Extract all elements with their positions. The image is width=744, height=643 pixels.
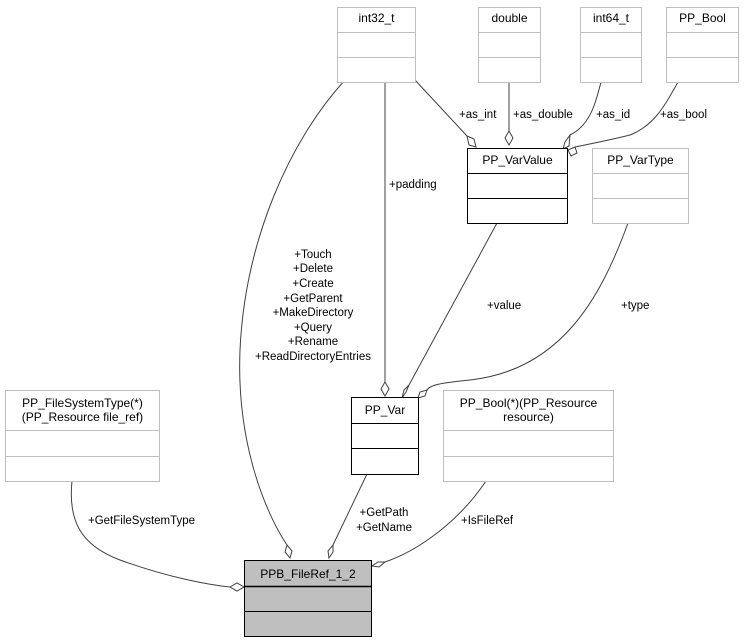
edge-as-int	[414, 79, 468, 137]
method-label: +ReadDirectoryEntries	[255, 351, 371, 363]
aggregation-diamond	[401, 384, 410, 399]
aggregation-diamond	[327, 543, 334, 560]
node-pp-var[interactable]: PP_Var	[351, 397, 419, 475]
edge-value	[408, 222, 498, 386]
edge-label-as-int: +as_int	[459, 109, 497, 121]
edge-as-bool	[574, 81, 679, 148]
node-double[interactable]: double	[478, 7, 541, 83]
node-pp-bool[interactable]: PP_Bool	[666, 7, 739, 83]
node-title-line1: PP_Bool(*)(PP_Resource	[460, 396, 598, 410]
edge-get-filesystem-type	[70, 480, 231, 588]
edge-label-get-path-name: +GetPath +GetName	[356, 507, 412, 534]
edge-is-file-ref	[384, 480, 487, 563]
node-title-line1: PP_FileSystemType(*)	[22, 396, 143, 410]
aggregation-diamond	[567, 146, 578, 157]
aggregation-diamond	[466, 135, 477, 148]
node-title: PP_VarValue	[482, 153, 553, 167]
aggregation-diamond	[562, 133, 571, 150]
edge-as-id	[569, 81, 602, 136]
aggregation-diamond	[228, 582, 246, 592]
node-title-line2: resource)	[503, 410, 554, 424]
method-label: +Rename	[288, 336, 338, 348]
method-label: +GetPath	[360, 507, 409, 519]
node-title: int32_t	[358, 11, 395, 25]
edge-label-padding: +padding	[389, 179, 437, 191]
node-title: double	[491, 11, 527, 25]
method-label: +Query	[294, 322, 332, 334]
node-title: int64_t	[593, 11, 630, 25]
edge-label-value: +value	[487, 300, 521, 312]
method-label: +Touch	[294, 249, 331, 261]
edge-label-as-bool: +as_bool	[660, 109, 707, 121]
node-title: PPB_FileRef_1_2	[260, 567, 356, 581]
node-pp-bool-fn[interactable]: PP_Bool(*)(PP_Resource resource)	[443, 390, 614, 482]
node-int64-t[interactable]: int64_t	[580, 7, 642, 83]
method-label: +Delete	[293, 263, 333, 275]
node-pp-filesystemtype-fn[interactable]: PP_FileSystemType(*) (PP_Resource file_r…	[5, 390, 160, 482]
aggregation-diamond	[370, 561, 387, 568]
method-label: +GetName	[356, 522, 412, 534]
node-pp-vartype[interactable]: PP_VarType	[592, 148, 689, 224]
node-title: PP_Bool	[679, 11, 726, 25]
node-int32-t[interactable]: int32_t	[337, 7, 416, 83]
aggregation-diamond	[504, 129, 514, 147]
edge-methods	[239, 79, 346, 546]
node-ppb-fileref-1-2[interactable]: PPB_FileRef_1_2	[244, 560, 372, 637]
aggregation-diamond	[417, 389, 428, 399]
aggregation-diamond	[380, 380, 390, 398]
method-label: +Create	[292, 278, 333, 290]
edge-label-as-double: +as_double	[513, 109, 573, 121]
edge-label-get-filesystem-type: +GetFileSystemType	[88, 515, 195, 527]
method-label: +GetParent	[283, 293, 343, 305]
node-title: PP_Var	[365, 403, 405, 417]
edge-label-methods: +Touch +Delete +Create +GetParent +MakeD…	[255, 249, 371, 363]
edge-get-path-name	[332, 473, 368, 546]
edge-type	[426, 222, 629, 391]
node-pp-varvalue[interactable]: PP_VarValue	[467, 148, 568, 224]
method-label: +MakeDirectory	[273, 307, 354, 319]
aggregation-diamond	[284, 543, 293, 560]
edge-label-as-id: +as_id	[596, 109, 630, 121]
edge-label-type: +type	[621, 300, 649, 312]
node-title-line2: (PP_Resource file_ref)	[22, 410, 143, 424]
edge-label-is-file-ref: +IsFileRef	[461, 515, 514, 527]
node-title: PP_VarType	[607, 153, 674, 167]
